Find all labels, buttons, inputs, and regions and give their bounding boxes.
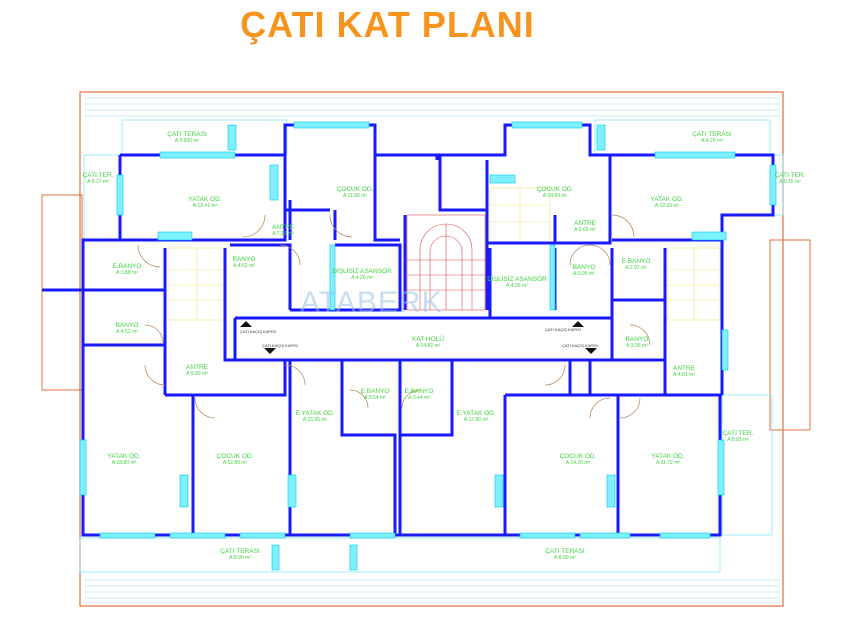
room-label: ÇOCUK OD.A:14.69 m²	[536, 186, 574, 199]
room-label: ÇATI TER.A:8.93 m²	[722, 430, 754, 443]
room-label: ÇATI TER.A:5.15 m²	[774, 172, 806, 185]
room-label: YATAK OD.A:12.39 m²	[650, 196, 684, 209]
room-label: E.YATAK OD.A:17.80 m²	[456, 410, 496, 423]
exit-door-label: ÇATI KAÇIŞ KAPISI	[240, 329, 276, 334]
room-label: E.YATAK OD.A:15.95 m²	[295, 410, 335, 423]
doors	[137, 214, 651, 419]
exit-arrow-icons	[240, 321, 597, 354]
roof-boundary	[41, 91, 811, 607]
exit-door-label: ÇATI KAÇIŞ KAPISI	[562, 343, 598, 348]
windows	[79, 121, 777, 571]
room-label: YATAK OD.A:12.41 m²	[188, 196, 222, 209]
watermark: ATABERK	[300, 286, 443, 319]
room-label: ÇOCUK OD.A:11.89 m²	[336, 186, 374, 199]
plan-title: ÇATI KAT PLANI	[240, 4, 535, 45]
room-label: ÇATI TER.A:6.27 m²	[82, 172, 114, 185]
walls	[42, 123, 775, 537]
room-label: ÇOCUK OD.A:12.89 m²	[216, 453, 254, 466]
core-stairs	[406, 214, 486, 311]
exit-door-label: ÇATI KAÇIŞ KAPISI	[545, 327, 581, 332]
exit-door-label: ÇATI KAÇIŞ KAPISI	[262, 343, 298, 348]
room-label: YATAK OD.A:18.80 m²	[107, 453, 141, 466]
room-label: ÇOCUK OD.A:14.20 m²	[559, 453, 597, 466]
room-label: YATAK OD.A:11.72 m²	[651, 453, 685, 466]
